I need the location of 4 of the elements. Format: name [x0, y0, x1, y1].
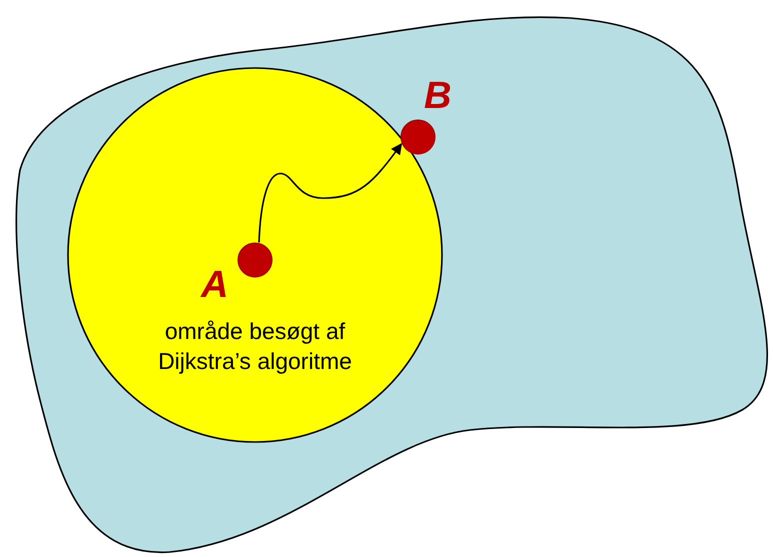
path-arrow [258, 143, 402, 242]
point-label: A [201, 264, 228, 307]
region-label: område besøgt af Dijkstra’s algoritme [157, 317, 353, 376]
point-label: B [424, 75, 452, 118]
